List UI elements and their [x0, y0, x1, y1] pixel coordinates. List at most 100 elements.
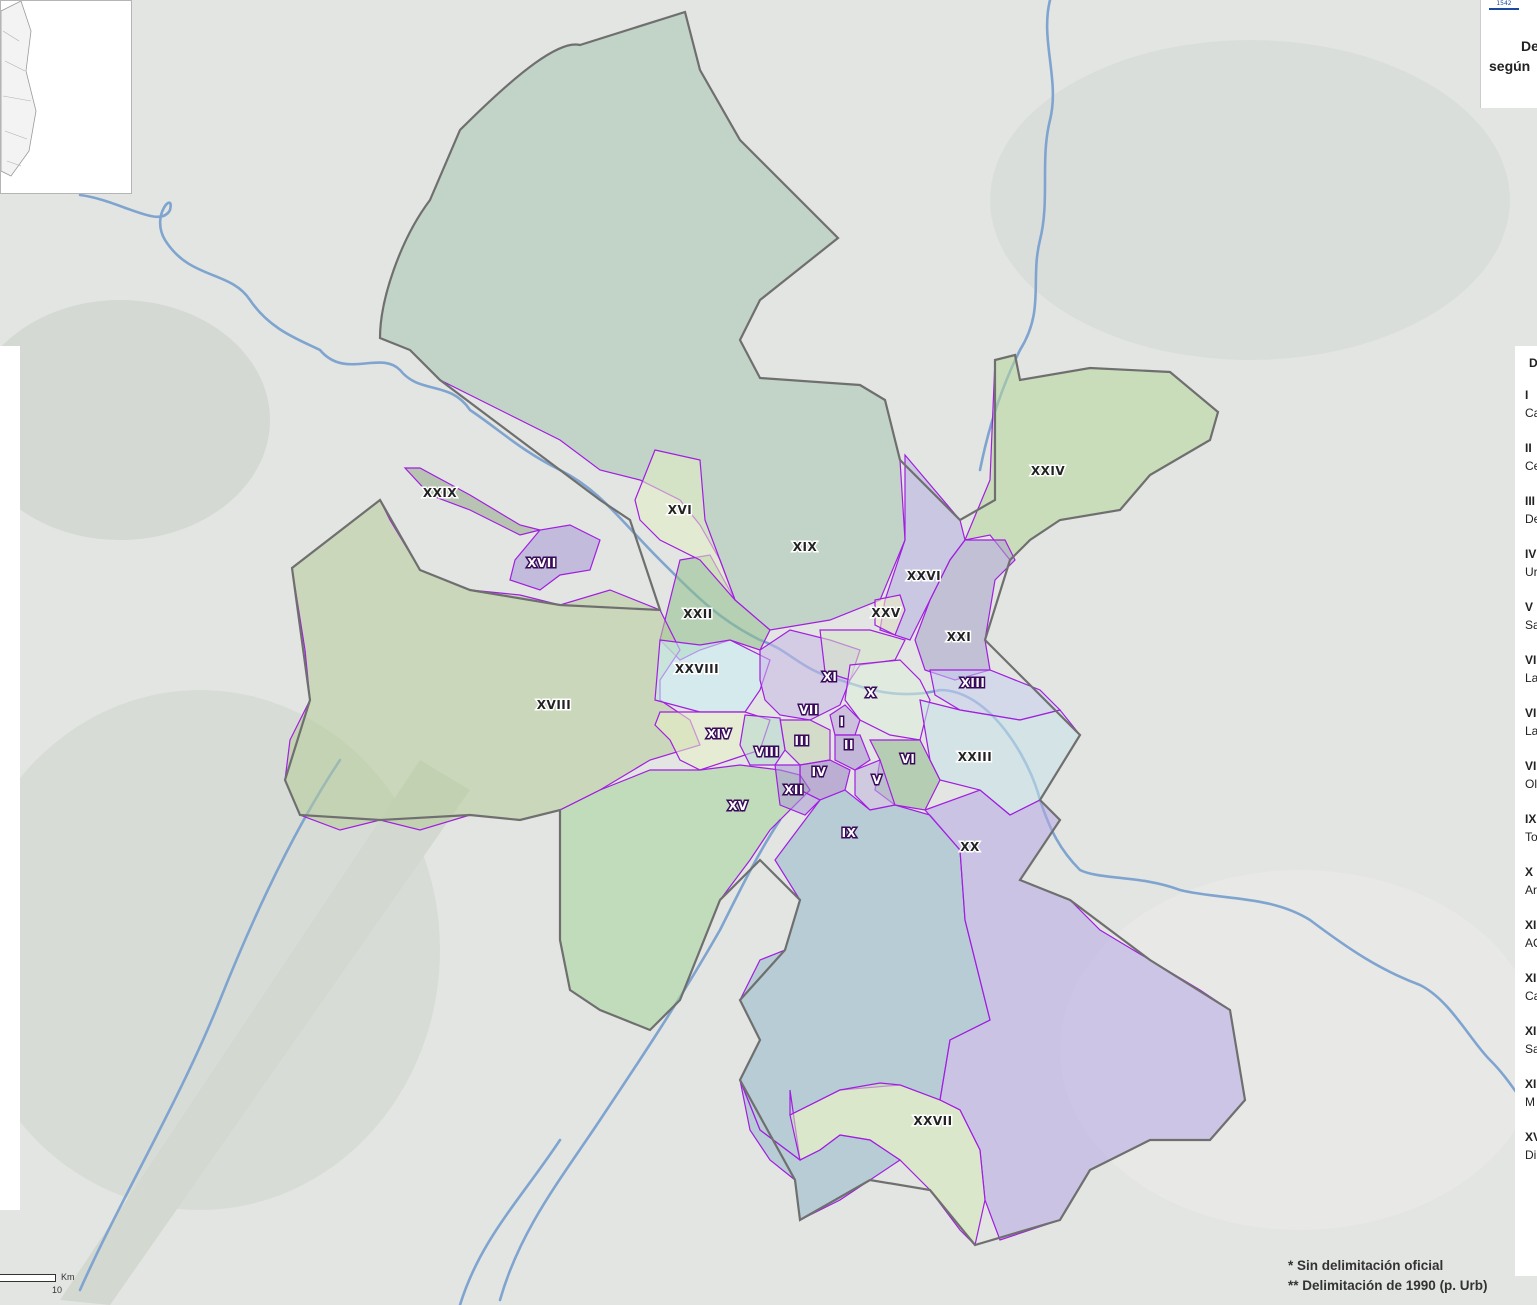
label-xiii: XIII [961, 676, 986, 690]
municipal-boundary [283, 10, 1247, 1247]
legend-item-name: De [1525, 512, 1537, 526]
note-no-official-limits: * Sin delimitación oficial [1288, 1258, 1444, 1273]
label-xxvi: XXVI [907, 569, 941, 583]
legend-item: XI Ca [1525, 969, 1537, 1005]
legend-item-name: Ur [1525, 565, 1537, 579]
label-i: I [840, 715, 845, 729]
legend-item-number: VI [1525, 653, 1537, 667]
scale-unit: Km [61, 1272, 75, 1282]
map-title-line1: De [1521, 38, 1537, 54]
legend-item: XI AC [1525, 916, 1537, 952]
legend-item-number: IX [1525, 812, 1537, 826]
legend-item: VI La [1525, 704, 1537, 740]
label-xviii: XVIII [537, 698, 571, 712]
label-vi: VI [901, 752, 916, 766]
legend-item-number: IV [1525, 547, 1537, 561]
legend-item-name: AC [1525, 936, 1537, 950]
label-iii: III [795, 734, 810, 748]
label-xxvii: XXVII [913, 1114, 952, 1128]
label-xxviii: XXVIII [675, 662, 719, 676]
label-xxiv: XXIV [1031, 464, 1065, 478]
legend-item-name: Sa [1525, 1042, 1537, 1056]
district-xiv [654, 711, 771, 771]
label-xxi: XXI [947, 630, 971, 644]
legend-item: XI Sa [1525, 1022, 1537, 1058]
legend-item: IV Ur [1525, 545, 1537, 581]
legend-item-name: Sa [1525, 618, 1537, 632]
district-xxv [874, 594, 906, 636]
legend-item-number: III [1525, 494, 1536, 508]
label-xv: XV [728, 799, 748, 813]
legend-item-name: Ce [1525, 459, 1537, 473]
label-xxiii: XXIII [958, 750, 992, 764]
legend-item: VI Ol [1525, 757, 1537, 793]
legend-item-number: II [1525, 441, 1532, 455]
legend-item: II Ce [1525, 439, 1537, 475]
label-xxix: XXIX [423, 486, 457, 500]
label-xxv: XXV [871, 606, 901, 620]
district-labels: I II III IV V VI VII VIII IX X XI XII XI… [421, 463, 1066, 1130]
jalon-river [78, 758, 342, 1292]
label-ix: IX [842, 826, 857, 840]
legend-item-name: Di [1525, 1148, 1537, 1162]
label-xiv: XIV [707, 727, 732, 741]
legend-item-name: La [1525, 671, 1537, 685]
legend-item: XI M [1525, 1075, 1536, 1111]
canal [458, 1138, 562, 1305]
legend-item-number: XI [1525, 1024, 1537, 1038]
legend-item-name: Ol [1525, 777, 1537, 791]
locator-inset-drawing [1, 1, 37, 177]
label-x: X [866, 686, 876, 700]
scale-value: 10 [52, 1285, 63, 1295]
legend-item-number: XI [1525, 918, 1537, 932]
scale-bar-graphic [0, 1274, 56, 1282]
left-panel [0, 346, 20, 1210]
legend-item: XV Di [1525, 1128, 1537, 1164]
label-xvi: XVI [668, 503, 693, 517]
legend-item-name: Ar [1525, 883, 1537, 897]
institution-logo: 1542 [1489, 0, 1519, 10]
map-title-line2: según [1489, 58, 1531, 74]
legend-item-name: Ca [1525, 406, 1537, 420]
label-xix: XIX [793, 540, 818, 554]
label-xvii: XVII [527, 556, 556, 570]
legend-item: ICa [1525, 386, 1537, 422]
label-ii: II [844, 738, 854, 752]
label-xxii: XXII [683, 607, 712, 621]
label-xx: XX [960, 840, 980, 854]
district-xxix [403, 467, 541, 536]
legend-item-number: VI [1525, 706, 1537, 720]
legend-item: VI La [1525, 651, 1537, 687]
label-v: V [872, 773, 882, 787]
label-iv: IV [812, 765, 827, 779]
label-vii: VII [799, 703, 819, 717]
map-notes: * Sin delimitación oficial ** Delimitaci… [1288, 1256, 1488, 1296]
title-box: 1542 De según [1480, 0, 1537, 108]
legend-item-name: Ca [1525, 989, 1537, 1003]
district-xxvi [879, 453, 966, 641]
note-1990-delimitation: ** Delimitación de 1990 (p. Urb) [1288, 1278, 1488, 1293]
legend-item-name: M [1525, 1095, 1535, 1109]
legend-item-number: XI [1525, 971, 1537, 985]
legend-item: IX To [1525, 810, 1537, 846]
district-polygons [284, 11, 1246, 1247]
legend-item-number: XV [1525, 1130, 1537, 1144]
legend-item-number: V [1525, 600, 1534, 614]
legend-item-name: To [1525, 830, 1537, 844]
district-ii [834, 734, 871, 771]
legend-header: D [1529, 356, 1537, 370]
locator-inset-map [0, 0, 132, 194]
district-xvii [509, 524, 601, 591]
legend-item-number: VI [1525, 759, 1537, 773]
label-xii: XII [784, 783, 804, 797]
legend-item: V Sa [1525, 598, 1537, 634]
legend-item-name: La [1525, 724, 1537, 738]
district-legend: D ICaIICeIIIDeIVUrVSaVILaVILaVIOlIXToXAr… [1515, 346, 1537, 1276]
huerva-river [498, 818, 782, 1302]
district-xxviii [654, 639, 771, 713]
label-xi: XI [823, 670, 838, 684]
district-xvi [634, 449, 736, 601]
legend-item-number: XI [1525, 1077, 1537, 1091]
